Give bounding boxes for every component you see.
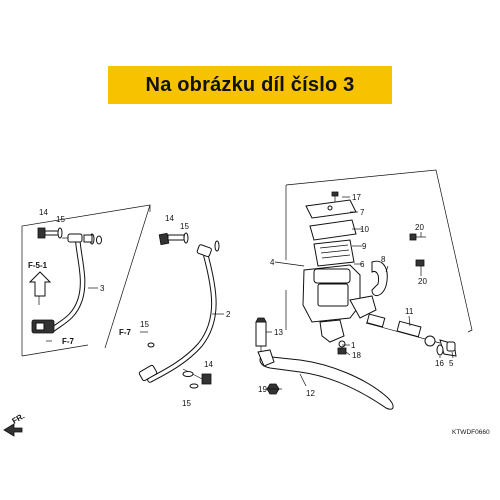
callout-10: 10	[360, 225, 369, 234]
callout-15: 15	[56, 215, 65, 224]
master-cylinder-box	[285, 169, 473, 333]
bolt-14-mid	[158, 232, 220, 252]
callout-7: 7	[360, 208, 365, 217]
bolt-14-lower	[147, 342, 212, 389]
master-cylinder	[302, 264, 377, 343]
reservoir-cap	[305, 199, 357, 267]
callout-15: 15	[180, 222, 189, 231]
callout-18: 18	[352, 351, 361, 360]
hose-group-box	[21, 204, 151, 357]
callout-20: 20	[418, 277, 427, 286]
switch-13	[255, 317, 267, 354]
title-text: Na obrázku díl číslo 3	[145, 73, 355, 96]
title-banner: Na obrázku díl číslo 3	[108, 66, 392, 104]
callout-13: 13	[274, 328, 283, 337]
callout-1: 1	[351, 341, 356, 350]
callout-15: 15	[140, 320, 149, 329]
callout-16: 16	[435, 359, 444, 368]
diagram-code: KTWDF0660	[452, 429, 490, 436]
cir-clip-16	[436, 341, 456, 356]
screw-17	[331, 191, 339, 202]
bolts-20	[409, 233, 426, 267]
brake-lever-12	[257, 349, 394, 410]
callout-11: 11	[405, 307, 414, 316]
callout-14: 14	[165, 214, 174, 223]
ref-labels: F-5-1 F-7 F-7	[28, 261, 132, 346]
callouts: 14 15 14 15 3 2 15 14 15 4 17 7 10 9 6 8…	[39, 193, 454, 408]
front-label: FR.	[11, 411, 27, 425]
callout-3: 3	[100, 284, 105, 293]
callout-20: 20	[415, 223, 424, 232]
leader-lines	[46, 196, 454, 390]
brake-hose-2	[138, 244, 217, 383]
bolt-14-left	[37, 227, 102, 245]
callout-15: 15	[182, 399, 191, 408]
ref-f7: F-7	[119, 328, 132, 337]
brake-hose-3	[31, 233, 86, 334]
ref-f7: F-7	[62, 337, 75, 346]
pivot-bolt	[337, 340, 347, 355]
callout-12: 12	[306, 389, 315, 398]
callout-9: 9	[362, 242, 367, 251]
callout-17: 17	[352, 193, 361, 202]
ref-f51: F-5-1	[28, 261, 48, 270]
front-arrow	[3, 423, 23, 437]
callout-8: 8	[381, 255, 386, 264]
callout-14: 14	[204, 360, 213, 369]
callout-5: 5	[449, 359, 454, 368]
callout-4: 4	[270, 258, 275, 267]
boot-8	[371, 260, 388, 296]
ref-arrow-f51	[28, 271, 52, 297]
callout-6: 6	[360, 260, 365, 269]
callout-2: 2	[226, 310, 231, 319]
callout-14: 14	[39, 208, 48, 217]
callout-19: 19	[258, 385, 267, 394]
